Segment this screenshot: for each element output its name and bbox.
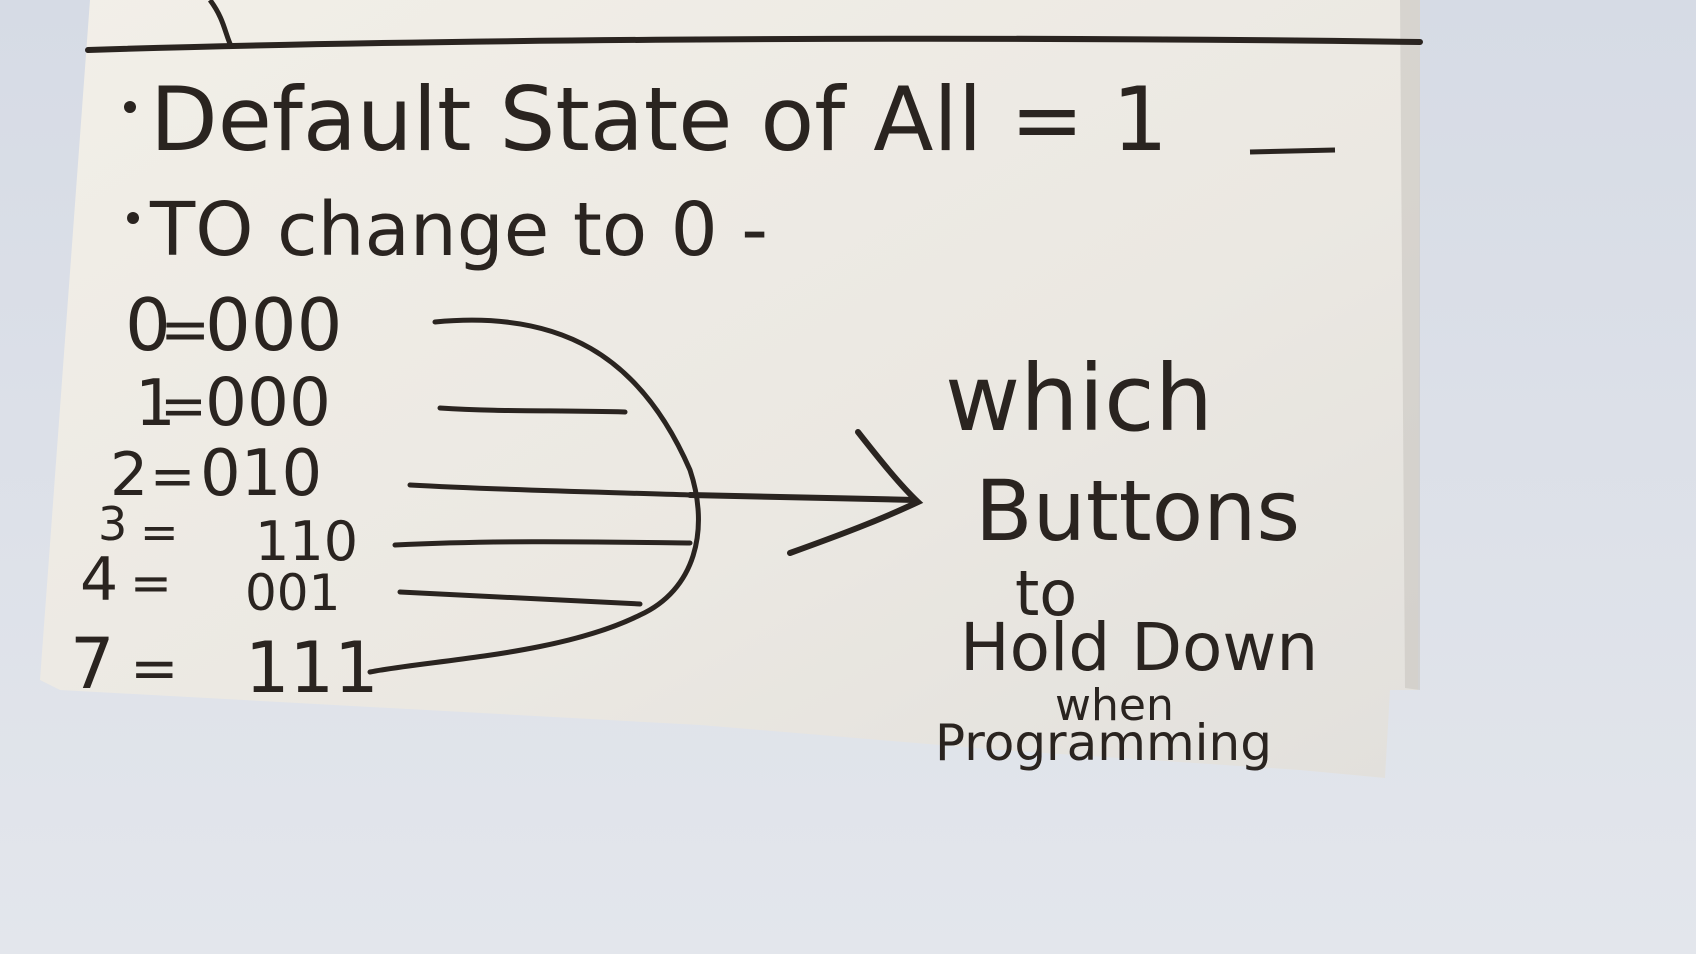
- code-value-1: 000: [205, 364, 331, 441]
- code-num-4: 4: [80, 545, 118, 615]
- top-divider-line: [85, 35, 1423, 53]
- to-text: to: [1015, 557, 1077, 630]
- equals-sign: =: [160, 374, 207, 439]
- code-num-1: 1: [135, 367, 176, 441]
- hold-down-text: Hold Down: [960, 609, 1318, 686]
- code-num-2: 2: [110, 440, 148, 510]
- connector-line: [397, 589, 643, 607]
- bracket-curve: [367, 317, 701, 675]
- code-num-7: 7: [70, 623, 115, 705]
- connector-line: [392, 539, 693, 548]
- underline-mark: [1249, 147, 1336, 155]
- code-value-3: 110: [255, 510, 358, 573]
- when-text: when: [1055, 680, 1174, 731]
- code-num-0: 0: [125, 283, 171, 367]
- equals-sign: =: [150, 445, 195, 508]
- equals-sign: =: [130, 554, 172, 612]
- code-num-3: 3: [98, 497, 127, 551]
- code-value-4: 001: [245, 564, 340, 622]
- paper-sheet: [40, 0, 1420, 778]
- bullet-dot: [127, 212, 139, 224]
- code-value-7: 111: [245, 627, 379, 709]
- which-text: which: [945, 345, 1213, 452]
- code-value-0: 000: [205, 283, 342, 367]
- paper-edge-shadow: [1400, 0, 1420, 690]
- default-state-text: Default State of All = 1: [150, 68, 1168, 171]
- equals-sign: =: [130, 634, 179, 702]
- code-value-2: 010: [200, 437, 322, 511]
- connector-line: [437, 405, 628, 415]
- connector-line: [407, 482, 693, 498]
- equals-sign: =: [140, 505, 179, 559]
- arrow-icon: [687, 429, 924, 556]
- buttons-text: Buttons: [975, 462, 1300, 560]
- connector-lines: [367, 317, 701, 675]
- equals-sign: =: [160, 295, 210, 365]
- programming-text: Programming: [935, 714, 1272, 772]
- bullet-dot: [124, 101, 136, 113]
- change-instruction-text: TO change to 0 -: [149, 187, 768, 273]
- top-stroke: [207, 0, 235, 50]
